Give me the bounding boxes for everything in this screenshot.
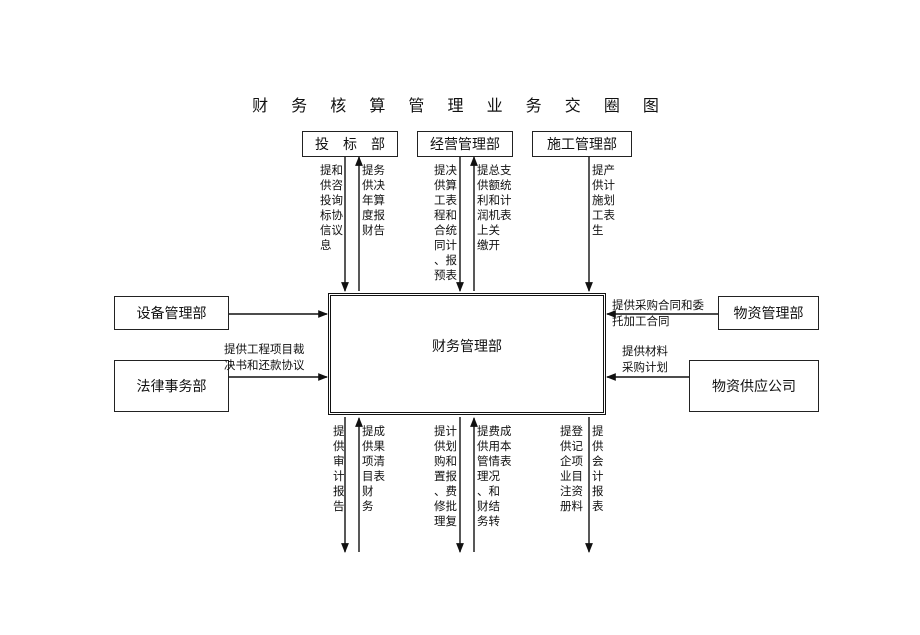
box-gongying-label: 物资供应公司 (712, 379, 796, 395)
label-jingying-out: 提总支 供额统 利和计 润机表 上关 缴开 (477, 163, 512, 252)
box-shebei[interactable]: 设备管理部 (114, 296, 229, 330)
label-toubiao-out: 提务 供决 年算 度报 财告 (362, 163, 385, 237)
label-falv-in: 提供工程项目裁 决书和还款协议 (224, 342, 305, 372)
label-toubiao-in: 提和 供咨 投询 标协 信议 息 (320, 163, 343, 252)
box-caiwu[interactable]: 财务管理部 (328, 293, 606, 415)
box-caiwu-label: 财务管理部 (432, 339, 502, 355)
box-shigong-label: 施工管理部 (547, 137, 617, 153)
box-shebei-label: 设备管理部 (136, 306, 207, 322)
diagram-title: 财 务 核 算 管 理 业 务 交 圈 图 (252, 96, 668, 115)
label-bottom-4: 提费成 供用本 管情表 理况 、和 财结 务转 (477, 424, 512, 528)
box-falv-label: 法律事务部 (136, 379, 207, 395)
label-bottom-6: 提 供 会 计 报 表 (592, 424, 604, 513)
label-bottom-3: 提计 供划 购和 置报 、费 修批 理复 (434, 424, 457, 528)
box-gongying[interactable]: 物资供应公司 (689, 360, 819, 412)
box-toubiao[interactable]: 投 标 部 (302, 131, 398, 157)
label-bottom-1: 提 供 审 计 报 告 (333, 424, 345, 513)
box-falv[interactable]: 法律事务部 (114, 360, 229, 412)
label-bottom-2: 提成 供果 项清 目表 财 务 (362, 424, 385, 513)
label-gongying-in: 提供材料 采购计划 (622, 344, 668, 374)
label-shigong-in: 提产 供计 施划 工表 生 (592, 163, 615, 237)
box-jingying-label: 经营管理部 (430, 137, 500, 153)
box-toubiao-label: 投 标 部 (315, 137, 385, 153)
box-shigong[interactable]: 施工管理部 (532, 131, 632, 157)
box-wuzi[interactable]: 物资管理部 (718, 296, 819, 330)
label-bottom-5: 提登 供记 企项 业目 注资 册料 (560, 424, 583, 513)
label-jingying-in: 提决 供算 工表 程和 合统 同计 、报 预表 (434, 163, 457, 282)
label-wuzi-in: 提供采购合同和委 托加工合同 (612, 298, 704, 328)
box-wuzi-label: 物资管理部 (733, 306, 804, 322)
box-jingying[interactable]: 经营管理部 (417, 131, 513, 157)
